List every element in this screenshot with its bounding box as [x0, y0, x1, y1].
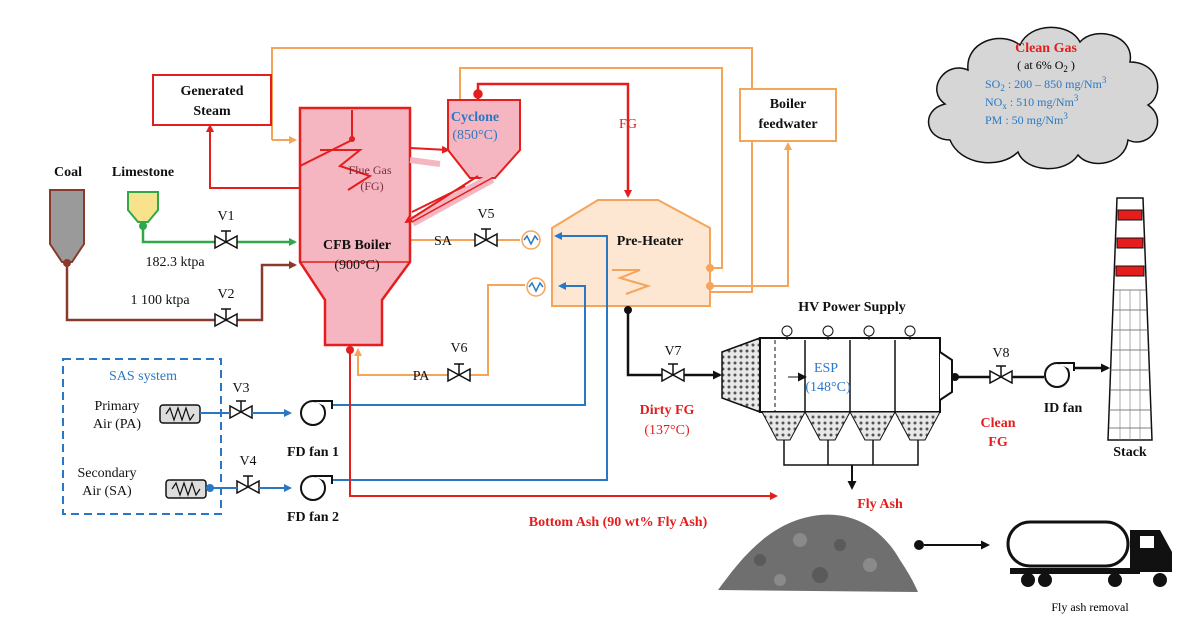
fg-label: FG: [619, 117, 637, 132]
cyclone-temp: (850°C): [452, 128, 498, 143]
nox-limit: NOx : 510 mg/Nm3: [985, 93, 1079, 111]
sa-label: SA: [434, 234, 453, 249]
fly-ash-label: Fly Ash: [857, 497, 903, 512]
fd-fan-1-label: FD fan 1: [287, 445, 339, 460]
primary-air-label-1: Primary: [94, 399, 139, 414]
boiler-cyclone-ducts: [404, 145, 495, 227]
boiler-feedwater-label-2: feedwater: [758, 117, 817, 132]
id-fan-icon: [1044, 362, 1075, 388]
clean-gas-title: Clean Gas: [1015, 41, 1077, 56]
flue-gas-label: Flue Gas: [349, 163, 392, 177]
fly-ash-pile: [718, 514, 918, 592]
pm-limit: PM : 50 mg/Nm3: [985, 111, 1068, 127]
stack-label: Stack: [1113, 445, 1147, 460]
limestone-line: [141, 226, 297, 246]
coal-label: Coal: [54, 165, 82, 180]
sas-system-box: [62, 358, 222, 515]
fd-fan-icons: [300, 400, 333, 501]
air-filter-icons: [159, 404, 207, 499]
valve-v1-label: V1: [217, 209, 234, 224]
primary-air-label-2: Air (PA): [93, 417, 141, 432]
valve-v6-label: V6: [450, 341, 467, 356]
steam-line: [206, 124, 353, 189]
limestone-label: Limestone: [112, 165, 174, 180]
sas-title: SAS system: [109, 369, 177, 384]
dirty-fg-temp: (137°C): [644, 423, 690, 438]
clean-fg-label-1: Clean: [981, 416, 1016, 431]
valve-icons: [214, 228, 1013, 495]
coal-line: [65, 261, 297, 322]
id-fan-label: ID fan: [1044, 401, 1083, 416]
fly-ash-removal-label: Fly ash removal: [1051, 600, 1129, 614]
boiler-name: CFB Boiler: [323, 238, 391, 253]
valve-v4-label: V4: [239, 454, 256, 469]
fly-ash-removal-arrow: [914, 540, 990, 550]
valve-v5-label: V5: [477, 207, 494, 222]
valve-v2-label: V2: [217, 287, 234, 302]
clean-gas-cloud: [928, 26, 1159, 170]
fg-line: [473, 82, 632, 198]
pre-heater-label: Pre-Heater: [617, 234, 684, 249]
so2-limit: SO2 : 200 – 850 mg/Nm3: [985, 75, 1107, 93]
coal-rate: 1 100 ktpa: [130, 293, 190, 308]
boiler-feedwater-box: Boiler feedwater: [739, 88, 837, 142]
hv-power-supply-label: HV Power Supply: [798, 300, 906, 315]
valve-v8-label: V8: [992, 346, 1009, 361]
secondary-air-label-1: Secondary: [77, 466, 136, 481]
clean-fg-label-2: FG: [988, 435, 1008, 450]
bottom-ash-line: [349, 350, 778, 500]
limestone-rate: 182.3 ktpa: [145, 255, 205, 270]
boiler-temp: (900°C): [334, 258, 380, 273]
pa-label: PA: [413, 369, 431, 384]
secondary-air-label-2: Air (SA): [82, 484, 132, 499]
tanker-truck-icon: [1006, 520, 1172, 587]
coal-hopper: [49, 189, 85, 267]
esp-unit: [721, 325, 953, 490]
flue-gas-abbr: (FG): [360, 179, 383, 193]
clean-fg-line: [955, 363, 1110, 379]
valve-v3-label: V3: [232, 381, 249, 396]
heat-exchanger-icons: [521, 230, 546, 297]
esp-temp: (148°C): [805, 380, 851, 395]
dirty-fg-label: Dirty FG: [640, 403, 695, 418]
generated-steam-label-1: Generated: [181, 84, 244, 99]
pre-heater: [551, 199, 714, 307]
valve-v7-label: V7: [664, 344, 681, 359]
boiler-feedwater-label-1: Boiler: [770, 97, 807, 112]
fd-fan-2-label: FD fan 2: [287, 510, 339, 525]
stack: [1107, 197, 1153, 441]
generated-steam-label-2: Steam: [193, 104, 231, 119]
cyclone-name: Cyclone: [451, 110, 499, 125]
bottom-ash-label: Bottom Ash (90 wt% Fly Ash): [529, 515, 708, 530]
generated-steam-box: Generated Steam: [152, 74, 272, 126]
clean-gas-condition: ( at 6% O2 ): [1017, 58, 1075, 74]
blue-air-lines: [200, 232, 608, 492]
limestone-hopper: [127, 191, 159, 230]
cfb-boiler: [298, 106, 412, 347]
dirty-fg-line: [626, 306, 722, 380]
esp-name: ESP: [814, 361, 838, 376]
